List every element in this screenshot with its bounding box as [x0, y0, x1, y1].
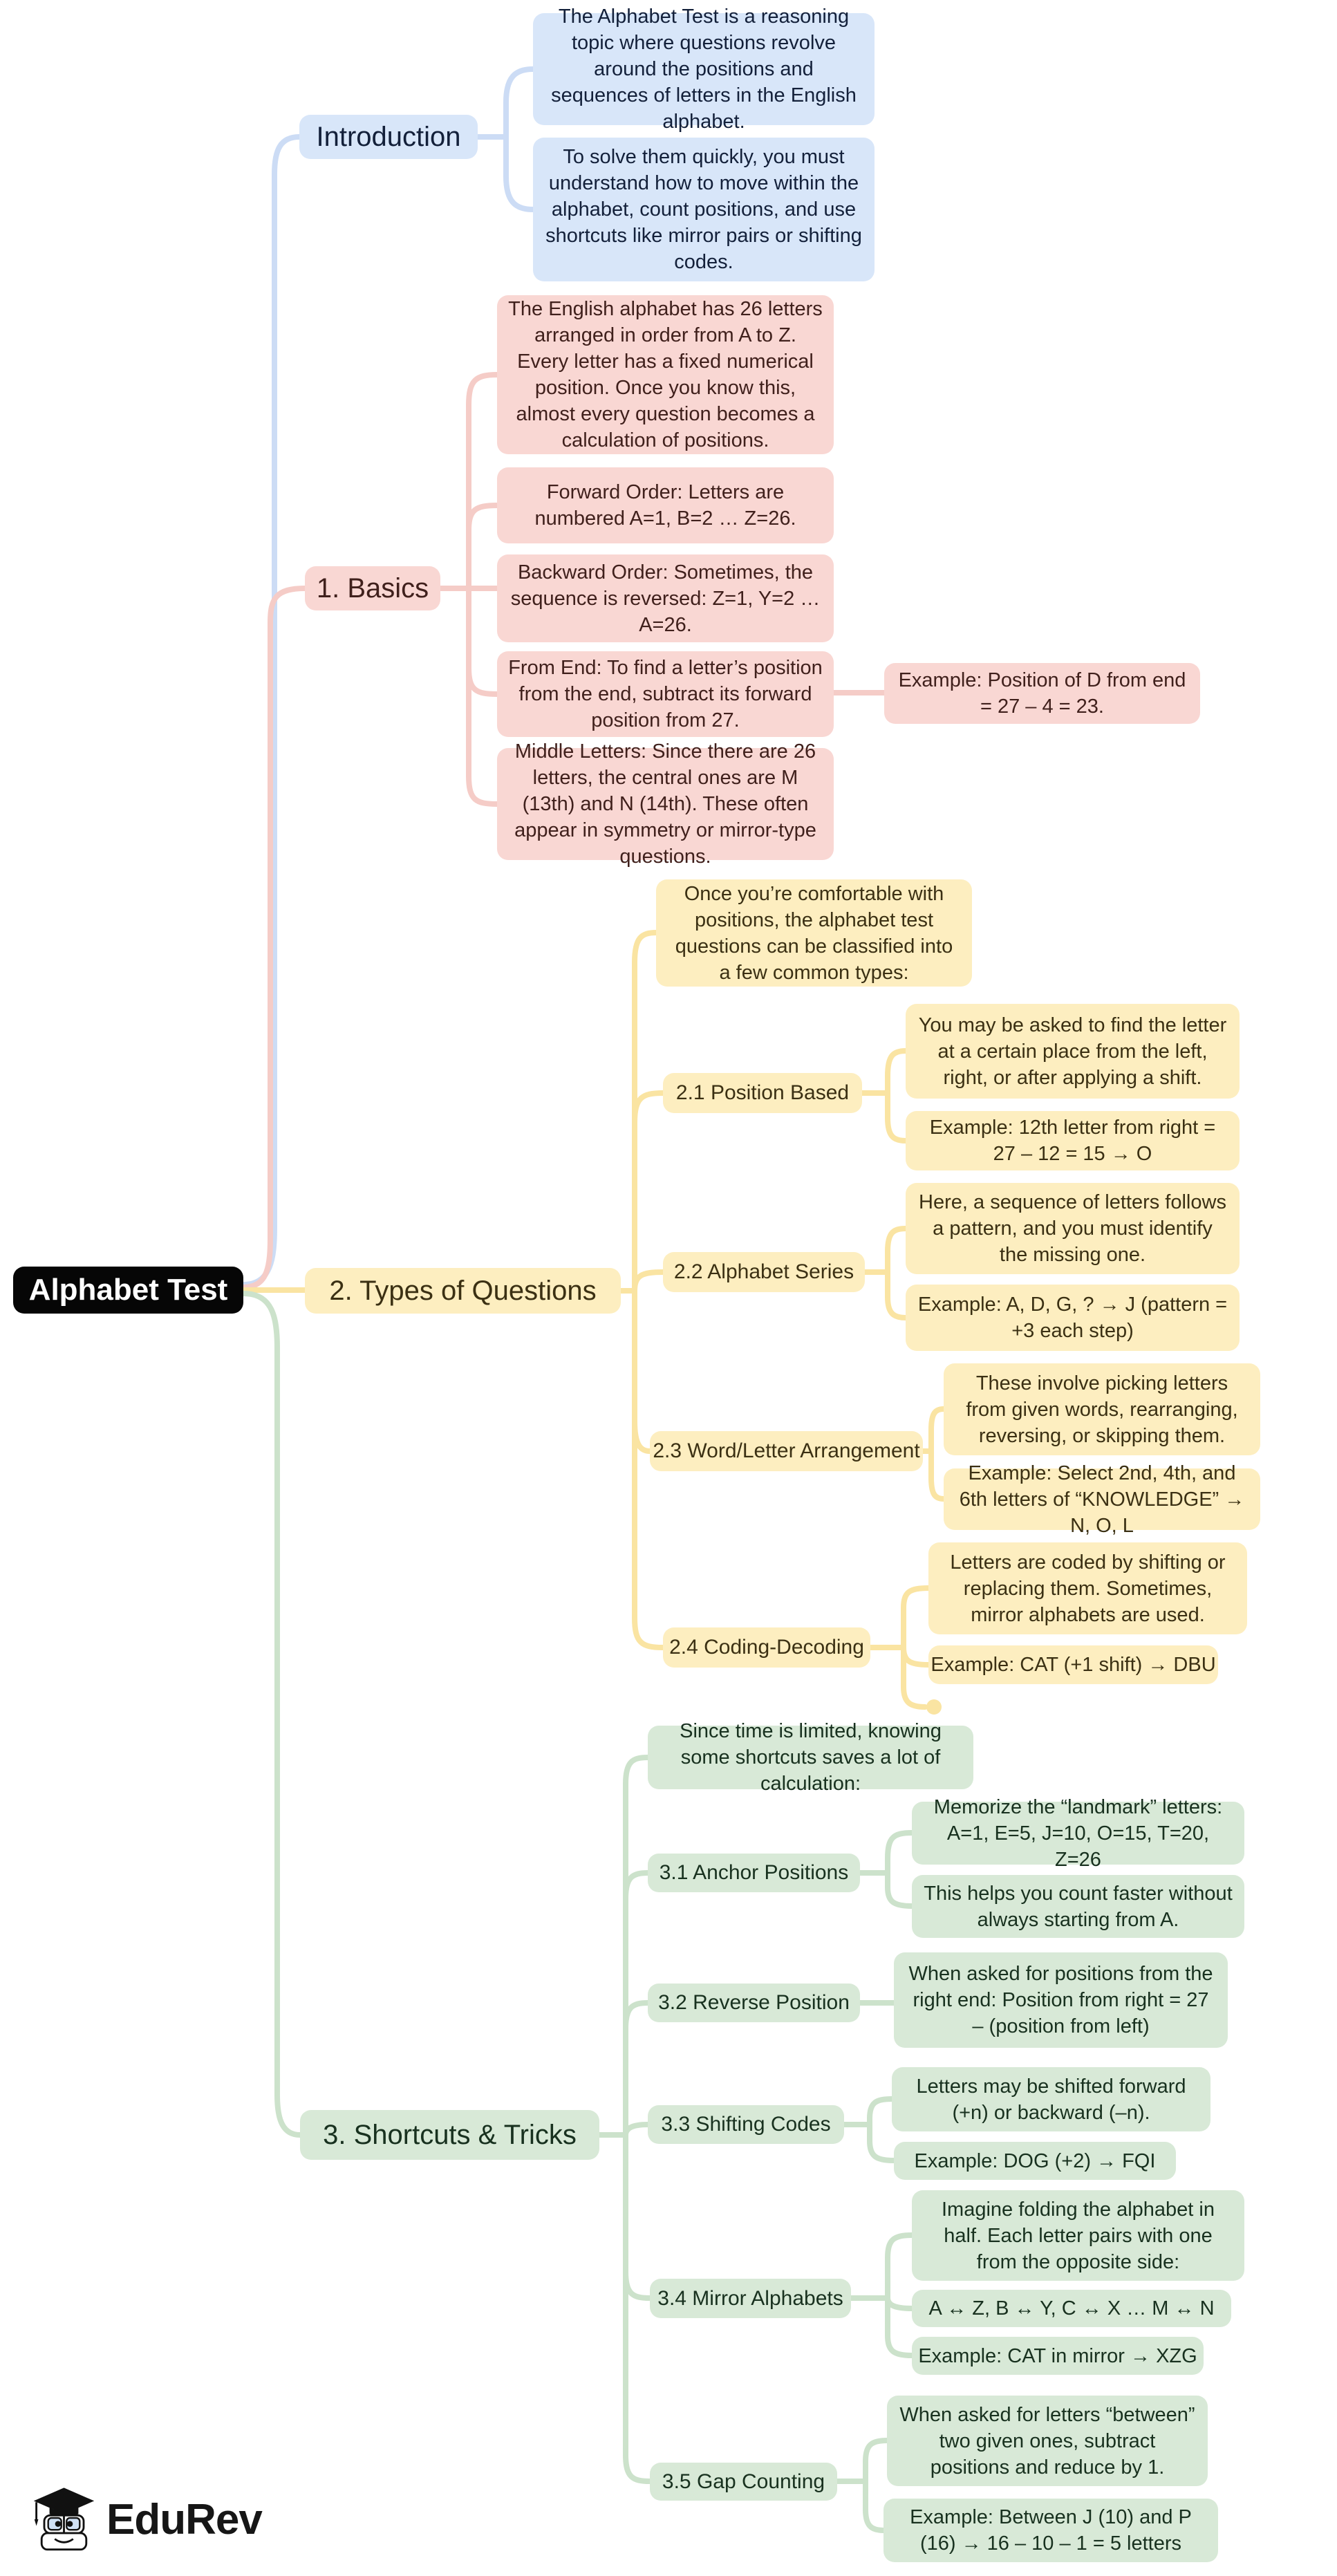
note-coding-decoding-desc: Letters are coded by shifting or replaci…: [928, 1542, 1247, 1634]
note-gap-example: Example: Between J (10) and P (16) → 16 …: [883, 2499, 1218, 2562]
note-alphabet-series-desc: Here, a sequence of letters follows a pa…: [906, 1183, 1240, 1274]
link-root-introduction: [241, 66, 536, 1287]
note-position-based-desc: You may be asked to find the letter at a…: [906, 1004, 1240, 1099]
note-basics-from-end[interactable]: From End: To find a letter’s position fr…: [497, 651, 834, 737]
brand-name: EduRev: [106, 2495, 263, 2544]
note-gap-desc: When asked for letters “between” two giv…: [887, 2396, 1208, 2486]
note-mirror-pairs: A ↔ Z, B ↔ Y, C ↔ X … M ↔ N: [912, 2290, 1231, 2327]
branch-shortcuts-tricks[interactable]: 3. Shortcuts & Tricks: [300, 2110, 599, 2160]
branch-types-of-questions[interactable]: 2. Types of Questions: [305, 1268, 621, 1314]
note-anchor-note: This helps you count faster without alwa…: [912, 1875, 1244, 1938]
note-basics-from-end-example: Example: Position of D from end = 27 – 4…: [884, 663, 1200, 724]
note-basics-overview: The English alphabet has 26 letters arra…: [497, 295, 834, 454]
note-basics-middle: Middle Letters: Since there are 26 lette…: [497, 740, 834, 868]
subbranch-shifting-codes[interactable]: 3.3 Shifting Codes: [648, 2105, 844, 2144]
note-coding-decoding-example: Example: CAT (+1 shift) → DBU: [928, 1645, 1218, 1684]
note-shifting-desc: Letters may be shifted forward (+n) or b…: [892, 2067, 1210, 2131]
collapsed-node-dot[interactable]: [926, 1699, 942, 1715]
subbranch-coding-decoding[interactable]: 2.4 Coding-Decoding: [663, 1627, 870, 1668]
note-introduction-1: The Alphabet Test is a reasoning topic w…: [533, 6, 875, 133]
link-root-basics: [241, 372, 887, 1290]
subbranch-anchor-positions[interactable]: 3.1 Anchor Positions: [648, 1854, 860, 1892]
edurev-mascot-icon: [33, 2488, 95, 2551]
note-shifting-example: Example: DOG (+2) → FQI: [894, 2142, 1176, 2180]
note-word-letter-desc: These involve picking letters from given…: [944, 1363, 1260, 1455]
subbranch-position-based[interactable]: 2.1 Position Based: [663, 1073, 862, 1113]
subbranch-mirror-alphabets[interactable]: 3.4 Mirror Alphabets: [650, 2279, 851, 2318]
note-word-letter-example: Example: Select 2nd, 4th, and 6th letter…: [944, 1462, 1260, 1537]
note-shortcuts-overview: Since time is limited, knowing some shor…: [648, 1720, 973, 1795]
node-root[interactable]: Alphabet Test: [13, 1267, 243, 1314]
note-alphabet-series-example: Example: A, D, G, ? → J (pattern = +3 ea…: [906, 1285, 1240, 1351]
subbranch-gap-counting[interactable]: 3.5 Gap Counting: [650, 2463, 837, 2501]
link-root-types: [241, 930, 946, 1715]
branch-introduction[interactable]: Introduction: [299, 115, 478, 159]
note-introduction-2: To solve them quickly, you must understa…: [533, 138, 875, 281]
note-reverse-desc: When asked for positions from the right …: [894, 1952, 1228, 2048]
link-root-shortcuts: [241, 1291, 915, 2533]
note-types-overview: Once you’re comfortable with positions, …: [656, 879, 972, 987]
note-position-based-example: Example: 12th letter from right = 27 – 1…: [906, 1111, 1240, 1170]
note-basics-backward: Backward Order: Sometimes, the sequence …: [497, 554, 834, 642]
note-mirror-example: Example: CAT in mirror → XZG: [912, 2337, 1204, 2375]
note-basics-forward: Forward Order: Letters are numbered A=1,…: [497, 467, 834, 543]
brand-logo[interactable]: EduRev: [31, 2483, 263, 2555]
note-mirror-desc: Imagine folding the alphabet in half. Ea…: [912, 2190, 1244, 2281]
subbranch-alphabet-series[interactable]: 2.2 Alphabet Series: [663, 1252, 865, 1292]
subbranch-word-letter-arrangement[interactable]: 2.3 Word/Letter Arrangement: [650, 1431, 923, 1471]
note-anchor-desc: Memorize the “landmark” letters: A=1, E=…: [912, 1796, 1244, 1871]
branch-basics[interactable]: 1. Basics: [305, 566, 440, 610]
subbranch-reverse-position[interactable]: 3.2 Reverse Position: [648, 1984, 860, 2022]
